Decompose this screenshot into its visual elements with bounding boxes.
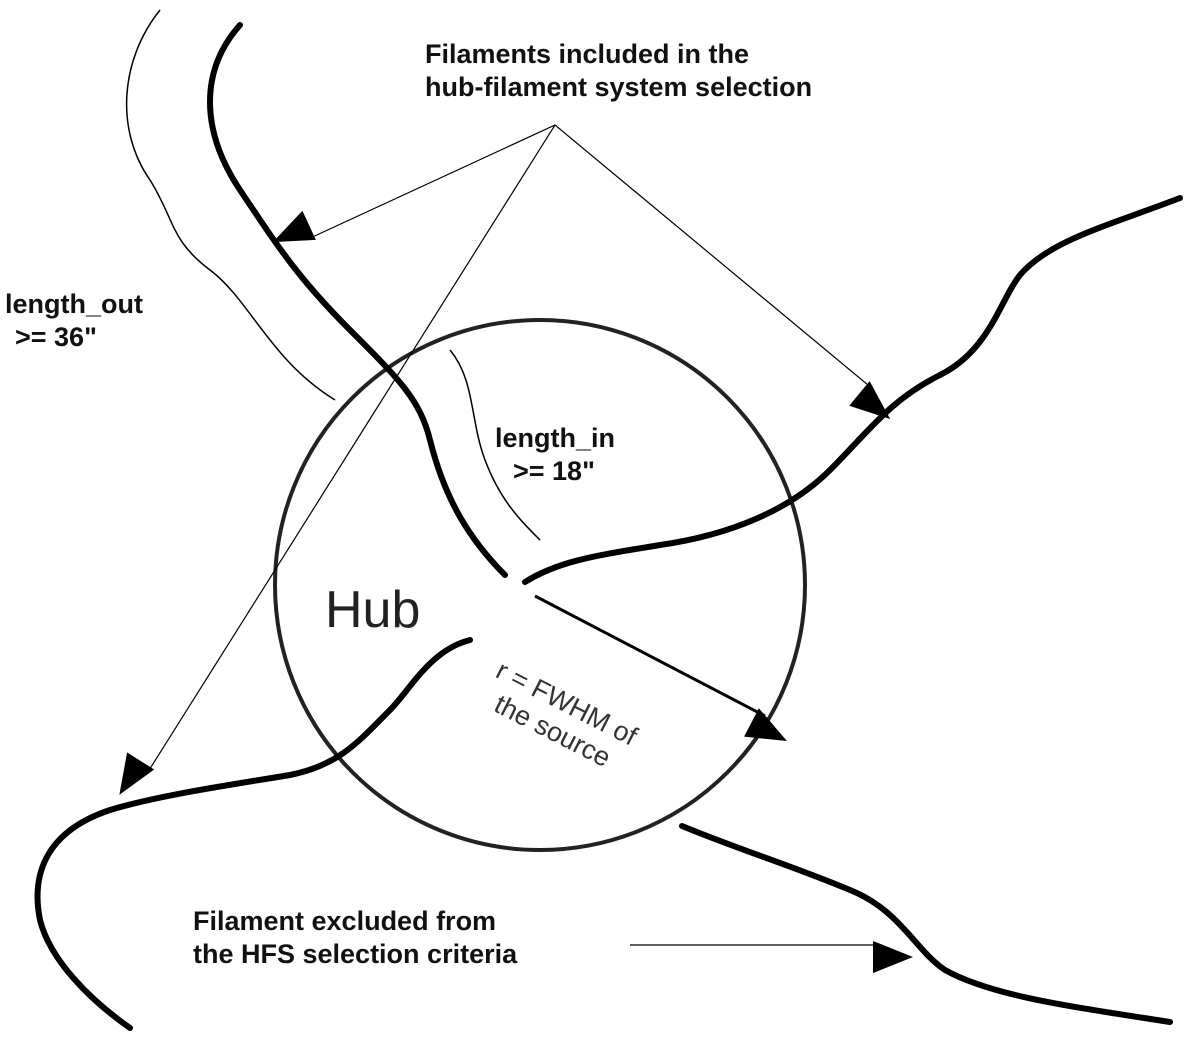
hub-circle [273,318,807,852]
included-label-line2: hub-filament system selection [425,72,813,102]
pointer-arrow-lower-left [119,124,556,795]
excluded-line2: the HFS selection criteria [193,939,518,969]
pointer-arrow-upper-left [272,124,556,243]
length-in-line1: length_in [495,423,615,453]
included-label-line1: Filaments included in the [425,39,750,69]
length-out-label: length_out >= 36" [5,288,143,354]
length-in-label: length_in >= 18" [495,422,615,488]
included-label: Filaments included in the hub-filament s… [425,38,812,104]
length-out-line1: length_out [5,289,143,319]
thin-inner-filament [449,349,541,541]
radius-arrow [534,594,787,741]
thin-outer-filament [125,9,336,401]
thick-lower-left-filament [34,637,473,1031]
thick-upper-filament [207,22,508,578]
thick-right-filament [522,195,1183,585]
excluded-line1: Filament excluded from [193,906,497,936]
pointer-arrow-right [554,124,891,420]
hub-label: Hub [325,581,421,639]
length-in-line2: >= 18" [513,456,595,486]
length-out-line2: >= 36" [15,322,97,352]
excluded-label: Filament excluded from the HFS selection… [193,905,517,971]
thick-lower-right-filament [679,823,1173,1025]
